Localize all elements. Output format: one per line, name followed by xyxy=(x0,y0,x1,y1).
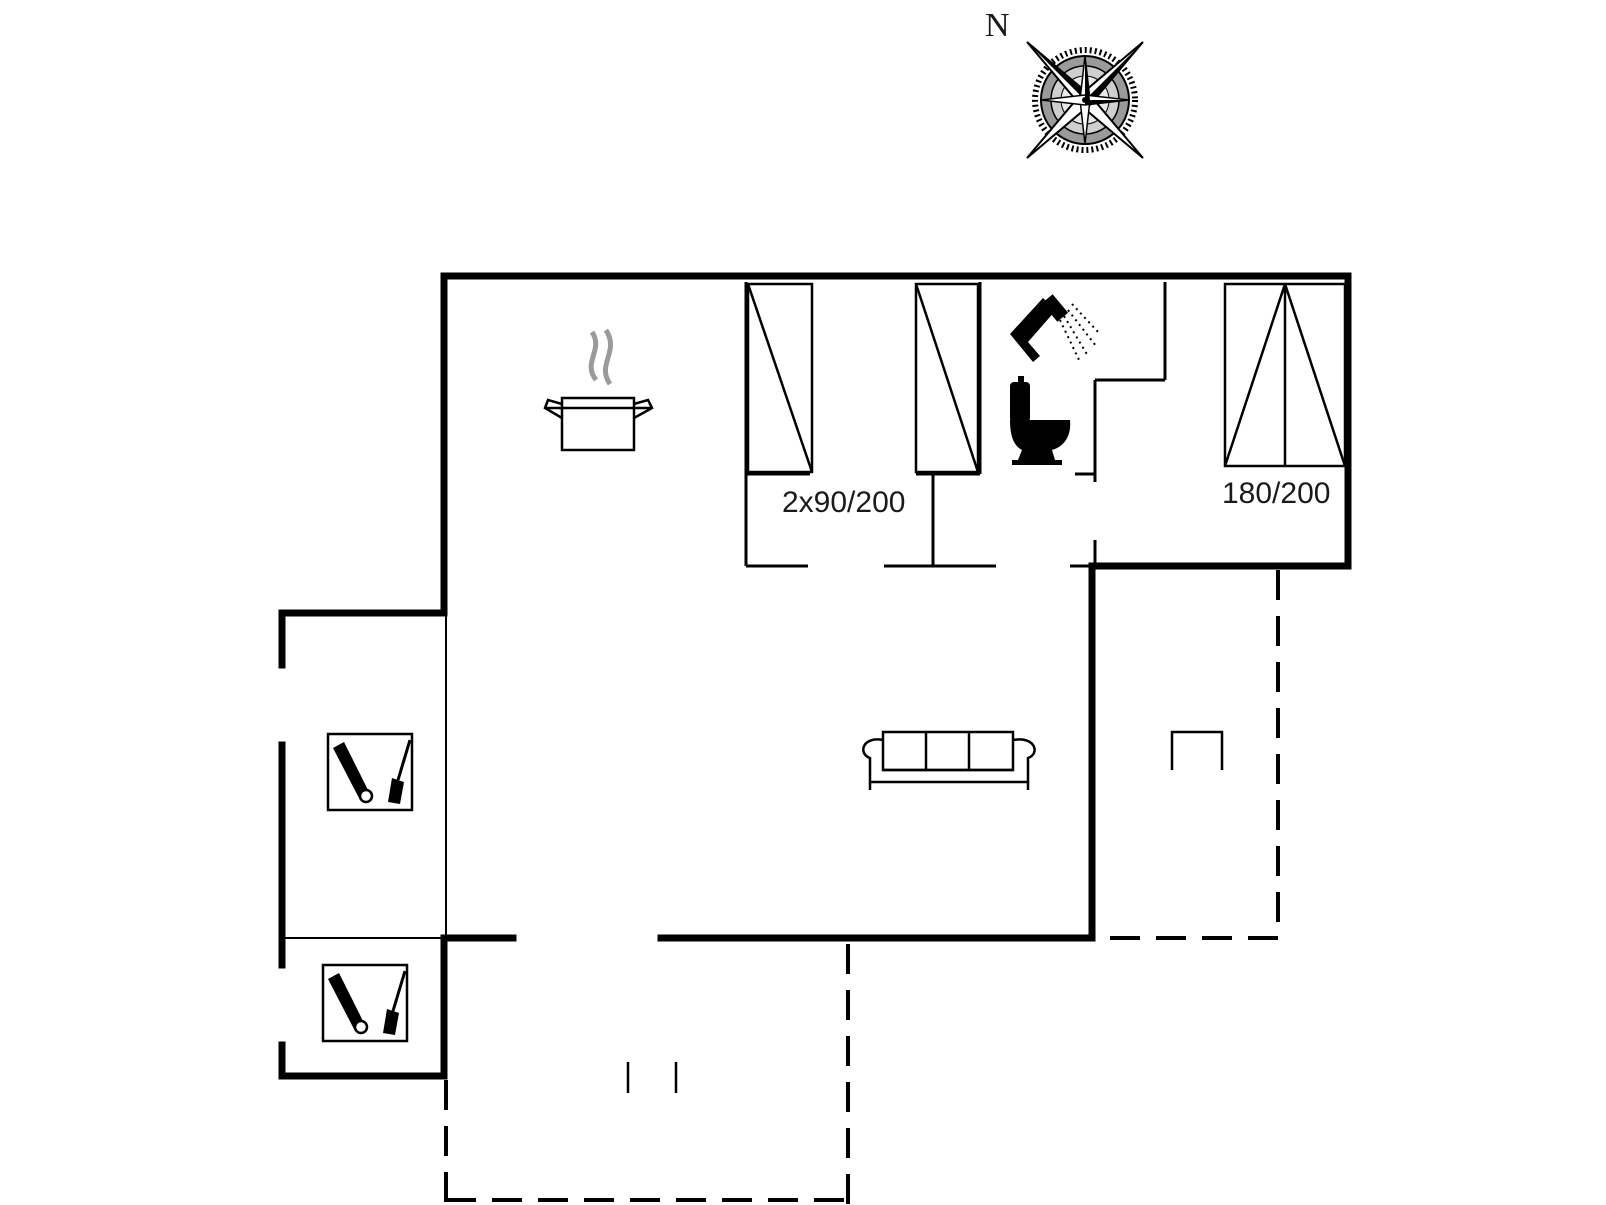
barbecue-tools-icon xyxy=(321,963,409,1043)
shower-icon xyxy=(1010,294,1101,363)
bed-size-label-twin: 2x90/200 xyxy=(782,486,905,519)
terrace-outline xyxy=(1096,570,1280,940)
compass: N xyxy=(985,7,1144,159)
north-label: N xyxy=(985,7,1010,44)
terrace-chair-icon xyxy=(1170,730,1224,770)
interior-walls xyxy=(744,282,1167,568)
compass-rose-icon xyxy=(1026,41,1144,159)
bed-size-label-double: 180/200 xyxy=(1222,477,1330,510)
wardrobe xyxy=(746,282,814,474)
toilet-icon xyxy=(1010,376,1071,465)
cooking-pot-icon xyxy=(543,328,654,452)
exterior-walls xyxy=(278,272,1352,1080)
barbecue-tools-icon xyxy=(326,732,414,812)
terrace-outline xyxy=(444,944,850,1205)
sofa-icon xyxy=(862,730,1036,790)
garden-furniture-icon xyxy=(626,1062,678,1093)
wardrobe xyxy=(1223,282,1347,468)
wardrobe xyxy=(914,282,980,474)
